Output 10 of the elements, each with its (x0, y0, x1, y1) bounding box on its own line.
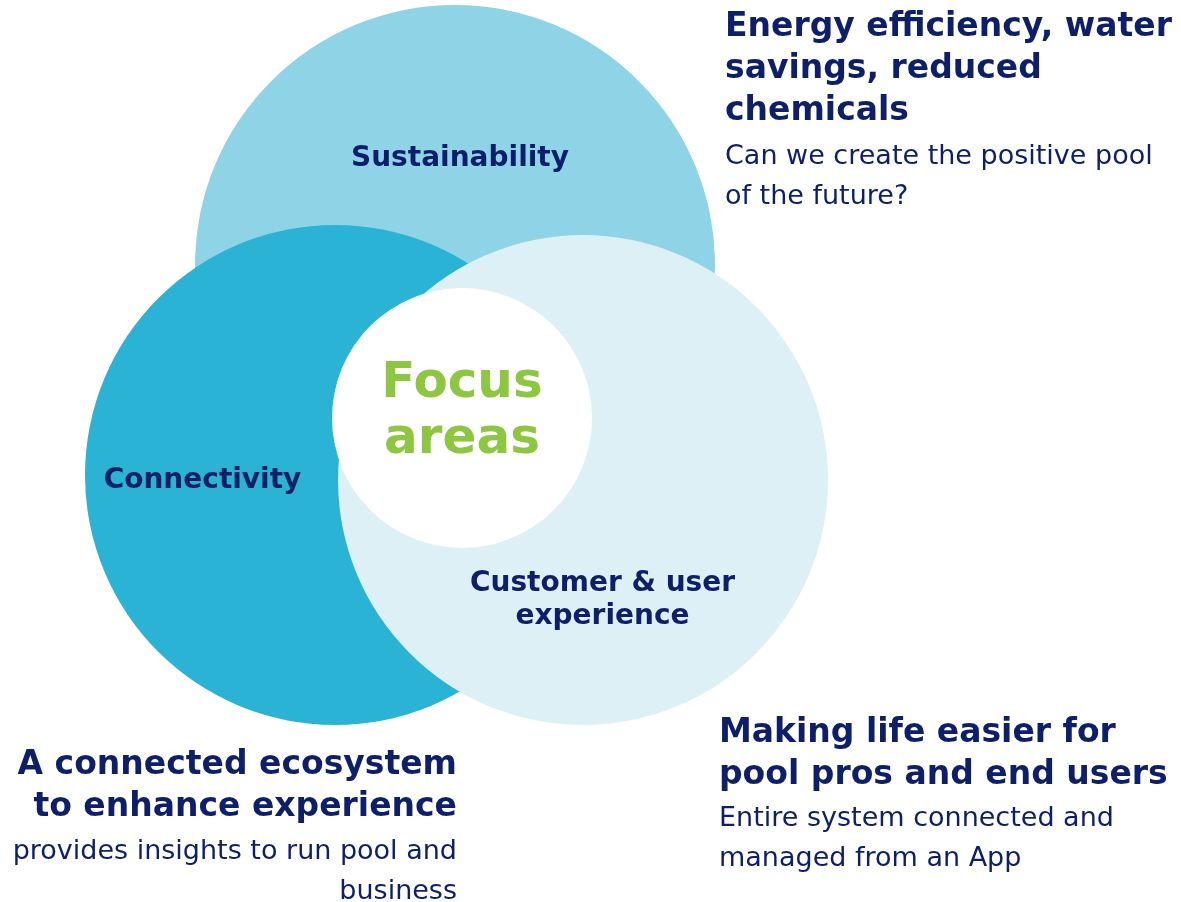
description: Can we create the positive pool of the future? (725, 138, 1154, 212)
description: provides insights to run pool and business (11, 833, 457, 902)
circle-label: Sustainability (350, 140, 570, 173)
circle-label: Connectivity (102, 462, 303, 495)
heading: Energy efficiency, water savings, reduced chemicals (725, 4, 1173, 130)
circle-label: Customer & user experience (468, 565, 737, 631)
heading: A connected ecosystem to enhance experience (16, 742, 457, 826)
heading: Making life easier for pool pros and end users (719, 710, 1169, 794)
center-label: Focus areas (380, 352, 544, 464)
description: Entire system connected and managed from an App (719, 800, 1115, 874)
